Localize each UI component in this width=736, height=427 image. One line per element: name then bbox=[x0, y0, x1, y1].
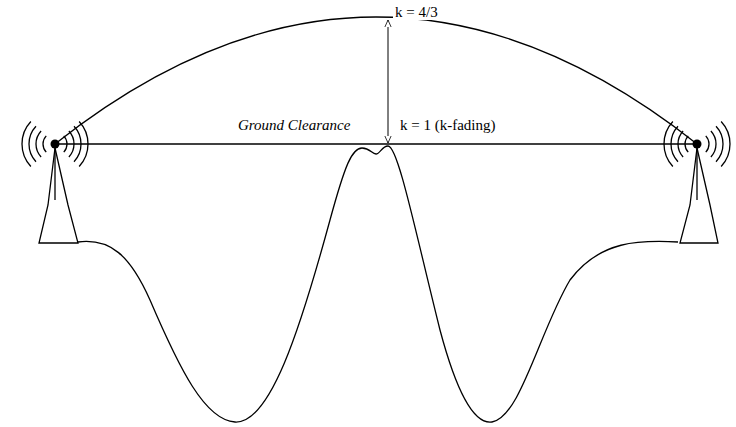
diagram-label: Ground Clearance bbox=[236, 118, 352, 133]
terrain-profile bbox=[78, 146, 678, 422]
k1-line bbox=[55, 143, 697, 144]
tower bbox=[680, 148, 718, 243]
radio-waves bbox=[22, 122, 730, 167]
antenna-dot bbox=[693, 140, 702, 149]
diagram-label: k = 1 (k-fading) bbox=[398, 118, 498, 133]
clearance-arrow bbox=[388, 20, 389, 143]
antenna-dot bbox=[51, 140, 60, 149]
k43-arc bbox=[55, 17, 697, 144]
diagram-label: k = 4/3 bbox=[393, 5, 440, 20]
tower bbox=[39, 148, 78, 243]
